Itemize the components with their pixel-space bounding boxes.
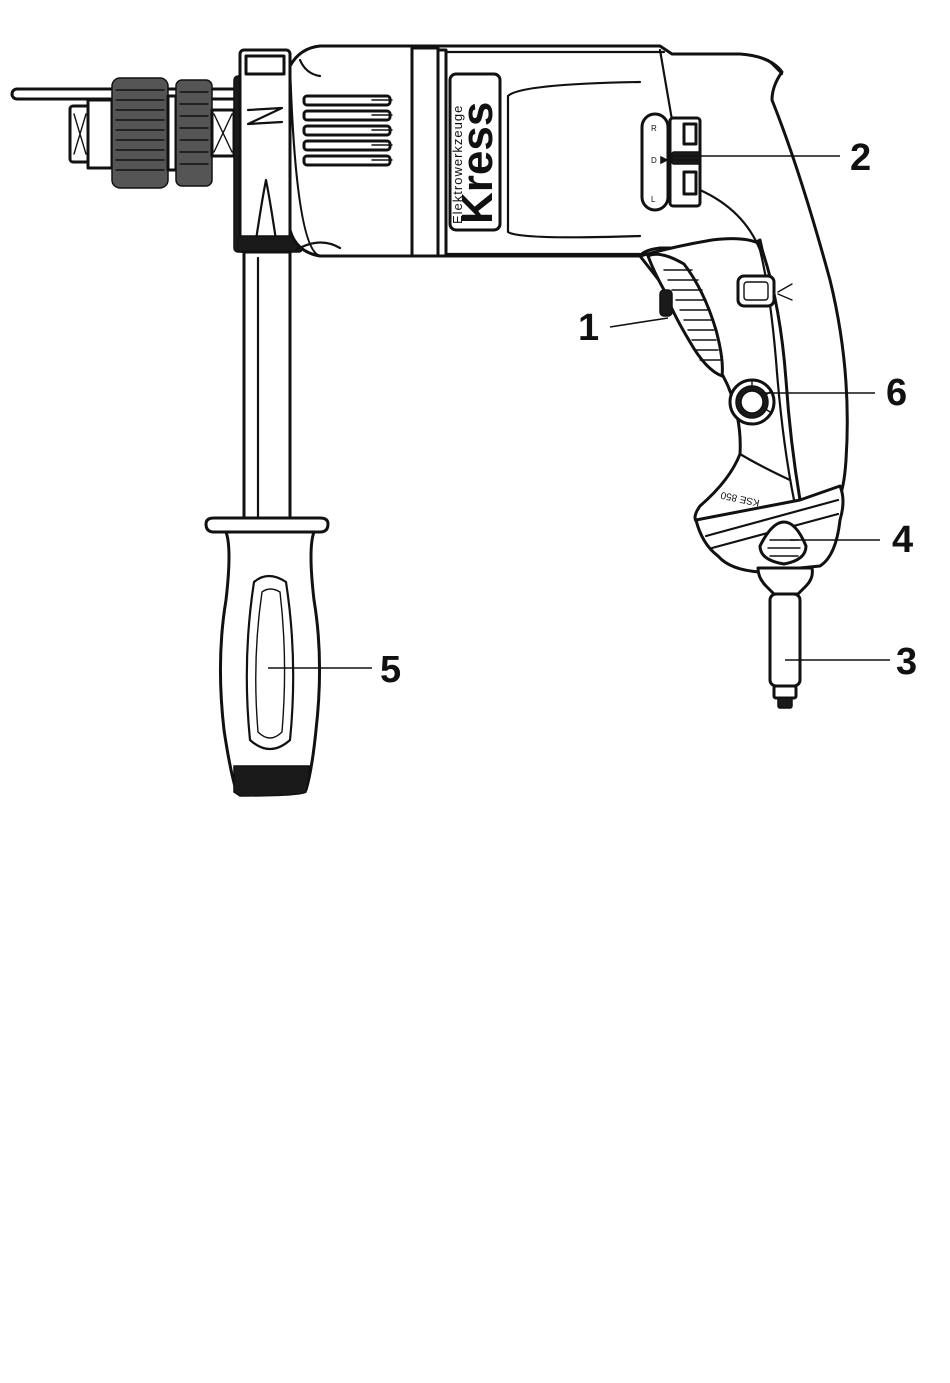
brand-subtitle: Elektrowerkzeuge (450, 105, 465, 224)
callout-2: 2 (850, 137, 871, 179)
callout-1: 1 (578, 307, 599, 349)
direction-switch[interactable]: R D L (642, 114, 700, 210)
speed-dial[interactable] (730, 380, 774, 424)
switch-mark-d: D (651, 156, 657, 165)
motor-vents (304, 96, 392, 165)
callout-6: 6 (886, 372, 907, 414)
leader-1 (610, 318, 668, 327)
callout-3: 3 (896, 641, 917, 683)
switch-mark-r: R (651, 124, 657, 133)
callout-5: 5 (380, 649, 401, 691)
callout-4: 4 (892, 519, 913, 561)
switch-mark-l: L (651, 195, 656, 204)
side-handle (206, 252, 328, 796)
power-cord (758, 568, 812, 708)
brand-logo: Kress Elektrowerkzeuge (450, 74, 502, 230)
